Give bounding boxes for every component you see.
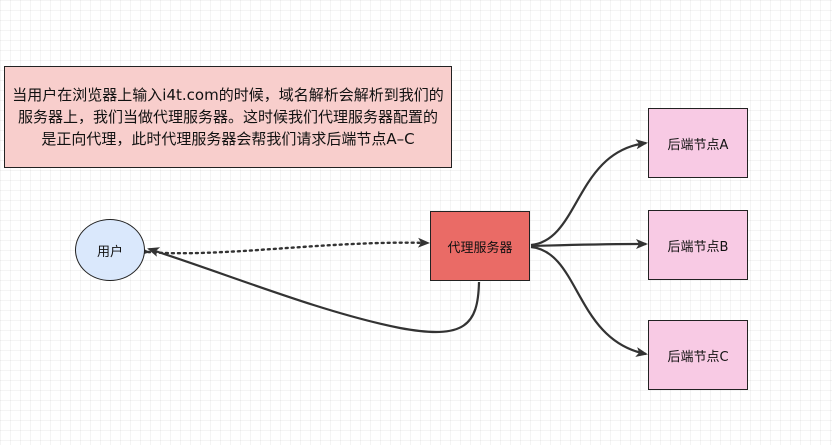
proxy-server-label: 代理服务器 (447, 240, 513, 256)
edge-proxy-to-backend-a (530, 139, 648, 247)
edge-user-proxy-dotted (137, 237, 430, 257)
edge-proxy-to-user (147, 247, 481, 334)
proxy-server-node: 代理服务器 (430, 211, 530, 281)
backend-node-a: 后端节点A (648, 108, 748, 178)
backend-node-b-label: 后端节点B (667, 239, 729, 255)
explanation-note: 当用户在浏览器上输入i4t.com的时候，域名解析会解析到我们的服务器上，我们当… (4, 66, 452, 168)
backend-node-c: 后端节点C (648, 320, 748, 390)
backend-node-a-label: 后端节点A (667, 137, 729, 153)
edge-proxy-to-backend-c (530, 245, 648, 357)
user-node: 用户 (75, 219, 145, 281)
backend-node-b: 后端节点B (648, 210, 748, 280)
edge-proxy-to-backend-b (530, 239, 648, 250)
user-node-label: 用户 (96, 244, 123, 260)
backend-node-c-label: 后端节点C (667, 349, 729, 365)
explanation-note-text: 当用户在浏览器上输入i4t.com的时候，域名解析会解析到我们的服务器上，我们当… (12, 86, 444, 148)
